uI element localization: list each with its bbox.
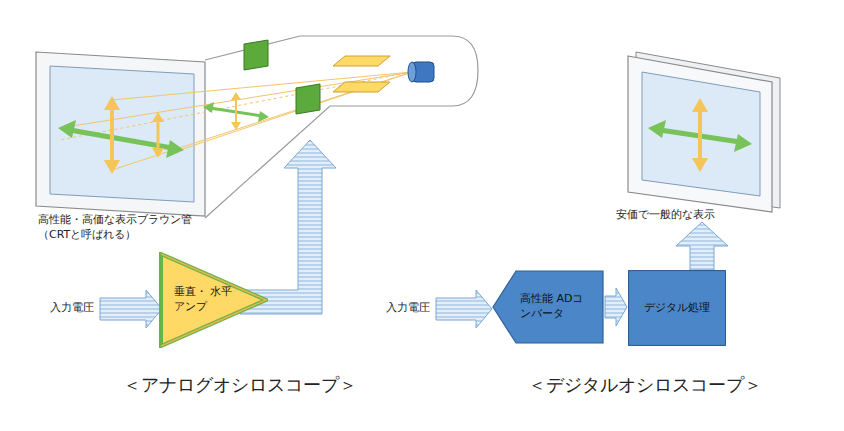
amplifier-triangle: 垂直・ 水平アンプ bbox=[158, 252, 268, 348]
node-text: デジタル処理 bbox=[635, 301, 719, 316]
input-arrow bbox=[436, 290, 492, 328]
crt-face bbox=[36, 52, 205, 216]
input-arrow bbox=[100, 290, 162, 328]
electron-gun bbox=[408, 62, 416, 82]
monitor-screen bbox=[642, 72, 760, 196]
signal-arrow bbox=[240, 140, 336, 314]
section-heading: ＜デジタルオシロスコープ＞ bbox=[500, 372, 790, 397]
horizontal-deflection-plate bbox=[333, 56, 390, 66]
beam-lines bbox=[60, 72, 412, 170]
crt-screen bbox=[50, 66, 194, 202]
input-label: 入力電圧 bbox=[386, 300, 436, 315]
vertical-deflection-plate bbox=[244, 40, 268, 70]
crt-tube bbox=[205, 36, 478, 218]
node-text: 高性能 ADコンバータ bbox=[520, 292, 590, 322]
adc-pentagon: 高性能 ADコンバータ bbox=[492, 270, 604, 344]
caption-text: 安価で一般的な表示 bbox=[616, 207, 736, 222]
input-label: 入力電圧 bbox=[50, 300, 100, 315]
deflection-arrows bbox=[648, 98, 752, 172]
horizontal-deflection-plate bbox=[333, 82, 390, 92]
process-box: デジタル処理 bbox=[628, 270, 726, 346]
monitor bbox=[628, 56, 772, 212]
deflection-arrows bbox=[58, 92, 269, 174]
block-arrow bbox=[605, 288, 627, 326]
signal-arrow bbox=[676, 222, 728, 270]
node-text: 垂直・ 水平アンプ bbox=[174, 285, 234, 315]
caption-text: 高性能・高価な表示ブラウン管 （CRTと呼ばれる） bbox=[38, 212, 208, 243]
vertical-deflection-plate bbox=[296, 84, 320, 114]
section-heading: ＜アナログオシロスコープ＞ bbox=[95, 372, 385, 397]
